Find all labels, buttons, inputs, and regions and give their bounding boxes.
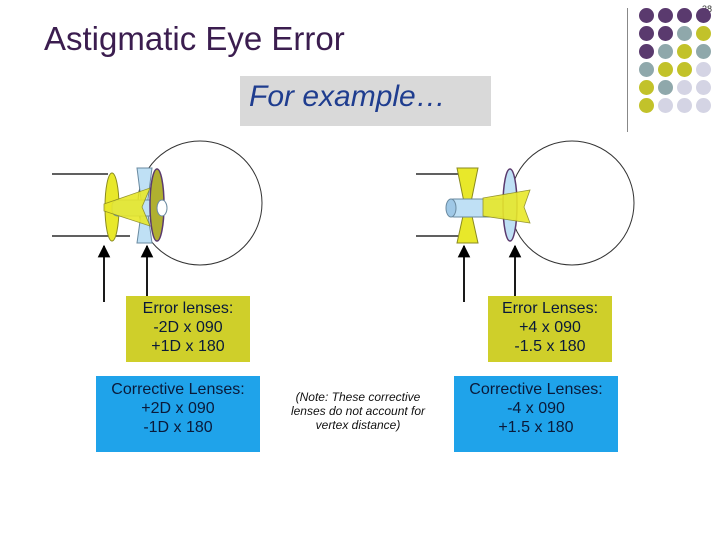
example-highlight xyxy=(240,76,491,126)
decor-dot xyxy=(677,62,692,77)
decor-dot xyxy=(677,80,692,95)
right-cylinder-end xyxy=(445,198,457,218)
decor-dot xyxy=(658,62,673,77)
vertex-distance-note: (Note: These corrective lenses do not ac… xyxy=(290,390,426,432)
decor-dot xyxy=(639,98,654,113)
decorative-dot-grid xyxy=(635,8,717,130)
left-yellow-concave-lens xyxy=(103,187,151,227)
decor-dot xyxy=(677,44,692,59)
decor-dot xyxy=(639,44,654,59)
right-error-label: Error Lenses: xyxy=(501,300,599,317)
left-error-label: Error lenses: xyxy=(142,300,234,317)
slide-title: Astigmatic Eye Error xyxy=(44,20,345,57)
right-error-line-2: -1.5 x 180 xyxy=(514,338,586,355)
left-error-line-1: -2D x 090 xyxy=(153,319,223,336)
example-label: For example… xyxy=(249,80,446,113)
decor-dot xyxy=(639,26,654,41)
left-corrective-label: Corrective Lenses: xyxy=(111,381,245,398)
right-corrective-label: Corrective Lenses: xyxy=(469,381,603,398)
right-corrective-lenses-box: Corrective Lenses: -4 x 090 +1.5 x 180 xyxy=(454,376,618,452)
decor-dot xyxy=(677,26,692,41)
left-eye-diagram xyxy=(52,140,263,302)
right-corrective-line-2: +1.5 x 180 xyxy=(498,419,574,436)
decor-dot xyxy=(658,80,673,95)
decor-dot xyxy=(639,8,654,23)
decor-dot xyxy=(658,8,673,23)
decor-dot xyxy=(696,8,711,23)
left-corrective-lenses-box: Corrective Lenses: +2D x 090 -1D x 180 xyxy=(96,376,260,452)
right-eye-diagram xyxy=(416,140,635,302)
decor-dot xyxy=(696,98,711,113)
right-corrective-line-1: -4 x 090 xyxy=(507,400,565,417)
left-corrective-line-1: +2D x 090 xyxy=(141,400,215,417)
right-yellow-horizontal-lens xyxy=(482,189,531,224)
decor-dot xyxy=(696,44,711,59)
right-error-line-1: +4 x 090 xyxy=(519,319,581,336)
decor-dot xyxy=(639,62,654,77)
decor-dot xyxy=(696,80,711,95)
right-error-lenses-box: Error Lenses: +4 x 090 -1.5 x 180 xyxy=(488,296,612,362)
decor-dot xyxy=(677,8,692,23)
decor-dot xyxy=(639,80,654,95)
decor-dot xyxy=(677,98,692,113)
decor-dot xyxy=(658,26,673,41)
left-error-line-2: +1D x 180 xyxy=(151,338,225,355)
decorative-divider xyxy=(627,8,628,132)
decor-dot xyxy=(658,98,673,113)
right-eyeball xyxy=(509,140,635,266)
left-cylinder-end xyxy=(156,199,168,217)
decor-dot xyxy=(696,26,711,41)
left-error-lenses-box: Error lenses: -2D x 090 +1D x 180 xyxy=(126,296,250,362)
decor-dot xyxy=(658,44,673,59)
left-corrective-line-2: -1D x 180 xyxy=(143,419,213,436)
decor-dot xyxy=(696,62,711,77)
